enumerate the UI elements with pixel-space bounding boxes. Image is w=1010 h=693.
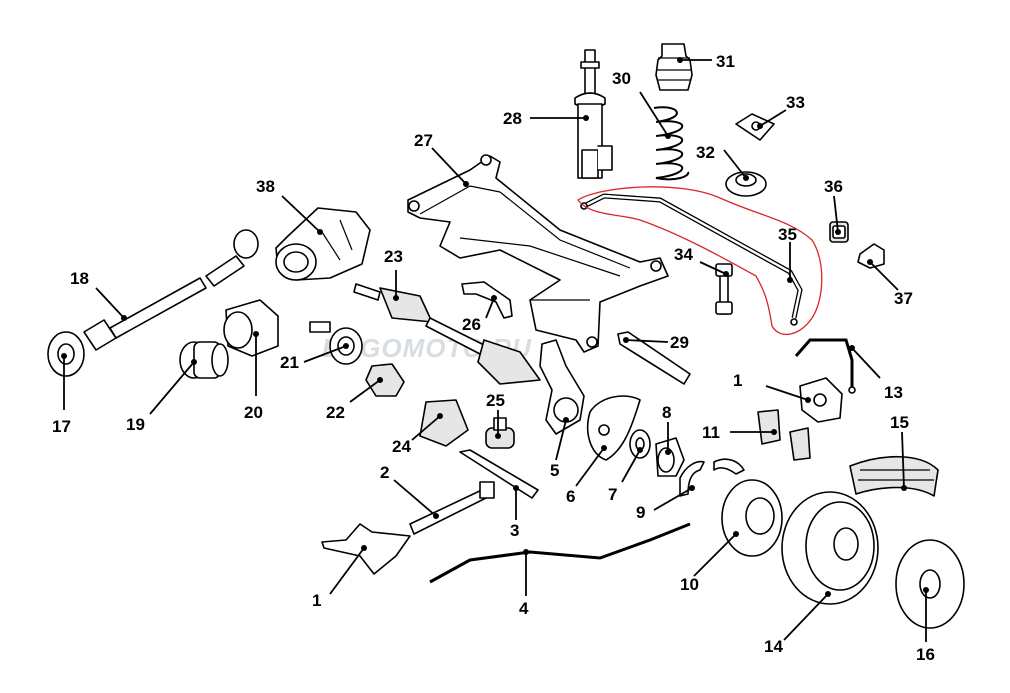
part-rubber-mount-small bbox=[179, 341, 229, 379]
part-trailing-arm bbox=[617, 331, 691, 385]
callout-19: 19 bbox=[126, 415, 145, 434]
callout-23: 23 bbox=[384, 247, 403, 266]
part-steering-knuckle bbox=[539, 339, 585, 435]
callout-28: 28 bbox=[503, 109, 522, 128]
part-bump-stop bbox=[655, 43, 693, 91]
part-cv-boot-large bbox=[419, 399, 469, 447]
part-brake-shoes bbox=[679, 458, 745, 497]
part-brake-caliper bbox=[799, 377, 843, 423]
callout-14: 14 bbox=[764, 637, 783, 656]
callout-29: 29 bbox=[670, 333, 689, 352]
part-bushing-bracket bbox=[857, 243, 885, 269]
callout-18: 18 bbox=[70, 269, 89, 288]
callout-37: 37 bbox=[894, 289, 913, 308]
callout-34: 34 bbox=[674, 245, 693, 264]
part-cv-boot-small bbox=[365, 363, 405, 397]
part-ball-joint bbox=[485, 417, 515, 449]
callout-5: 5 bbox=[550, 461, 559, 480]
part-wheel-hub bbox=[655, 437, 685, 477]
callout-38: 38 bbox=[256, 177, 275, 196]
part-upper-mount bbox=[735, 113, 775, 141]
part-brake-disc bbox=[721, 479, 783, 557]
highlight-outline bbox=[577, 186, 823, 336]
callout-16: 16 bbox=[916, 645, 935, 664]
callout-25: 25 bbox=[486, 391, 505, 410]
callout-20: 20 bbox=[244, 403, 263, 422]
part-brake-pads bbox=[757, 409, 811, 461]
callout-8: 8 bbox=[662, 403, 671, 422]
part-half-shaft bbox=[353, 283, 541, 385]
callout-27: 27 bbox=[414, 131, 433, 150]
part-wheel-rim bbox=[781, 491, 879, 605]
part-shock-absorber bbox=[574, 49, 613, 179]
callout-1-lower: 1 bbox=[312, 591, 321, 610]
callout-26: 26 bbox=[462, 315, 481, 334]
part-wheel-bearing bbox=[629, 429, 651, 459]
callout-dots bbox=[61, 57, 929, 597]
part-rubber-mount-large bbox=[223, 299, 279, 357]
callout-30: 30 bbox=[612, 69, 631, 88]
part-lateral-arm bbox=[409, 481, 495, 535]
callout-36: 36 bbox=[824, 177, 843, 196]
callout-4: 4 bbox=[519, 599, 529, 618]
callout-32: 32 bbox=[696, 143, 715, 162]
callout-13: 13 bbox=[884, 383, 903, 402]
callout-1-upper: 1 bbox=[733, 371, 742, 390]
callout-9: 9 bbox=[636, 503, 645, 522]
callout-21: 21 bbox=[280, 353, 299, 372]
part-stabilizer-link bbox=[715, 263, 733, 315]
callout-labels: 1 1 2 3 4 5 6 7 8 9 10 11 13 14 15 16 17… bbox=[52, 52, 935, 664]
part-hubcap bbox=[895, 539, 965, 629]
part-propeller-shaft bbox=[83, 229, 259, 351]
part-link-bracket bbox=[461, 281, 513, 319]
callout-7: 7 bbox=[608, 485, 617, 504]
part-differential bbox=[275, 207, 371, 281]
part-brake-hose bbox=[794, 338, 856, 394]
callout-15: 15 bbox=[890, 413, 909, 432]
part-rear-subframe bbox=[407, 154, 669, 353]
callout-10: 10 bbox=[680, 575, 699, 594]
callout-17: 17 bbox=[52, 417, 71, 436]
part-stabilizer-bar bbox=[580, 193, 803, 326]
callout-35: 35 bbox=[778, 225, 797, 244]
part-coil-spring bbox=[653, 106, 690, 181]
callout-24: 24 bbox=[392, 437, 411, 456]
callout-31: 31 bbox=[716, 52, 735, 71]
part-tire bbox=[849, 455, 939, 497]
callout-3: 3 bbox=[510, 521, 519, 540]
callout-22: 22 bbox=[326, 403, 345, 422]
callout-33: 33 bbox=[786, 93, 805, 112]
part-brake-shield bbox=[586, 395, 641, 461]
callout-2: 2 bbox=[380, 463, 389, 482]
callout-6: 6 bbox=[566, 487, 575, 506]
part-tie-rod bbox=[459, 449, 539, 499]
part-handbrake-cable bbox=[429, 522, 691, 584]
callout-11: 11 bbox=[702, 423, 720, 442]
callout-leaders bbox=[63, 59, 927, 642]
